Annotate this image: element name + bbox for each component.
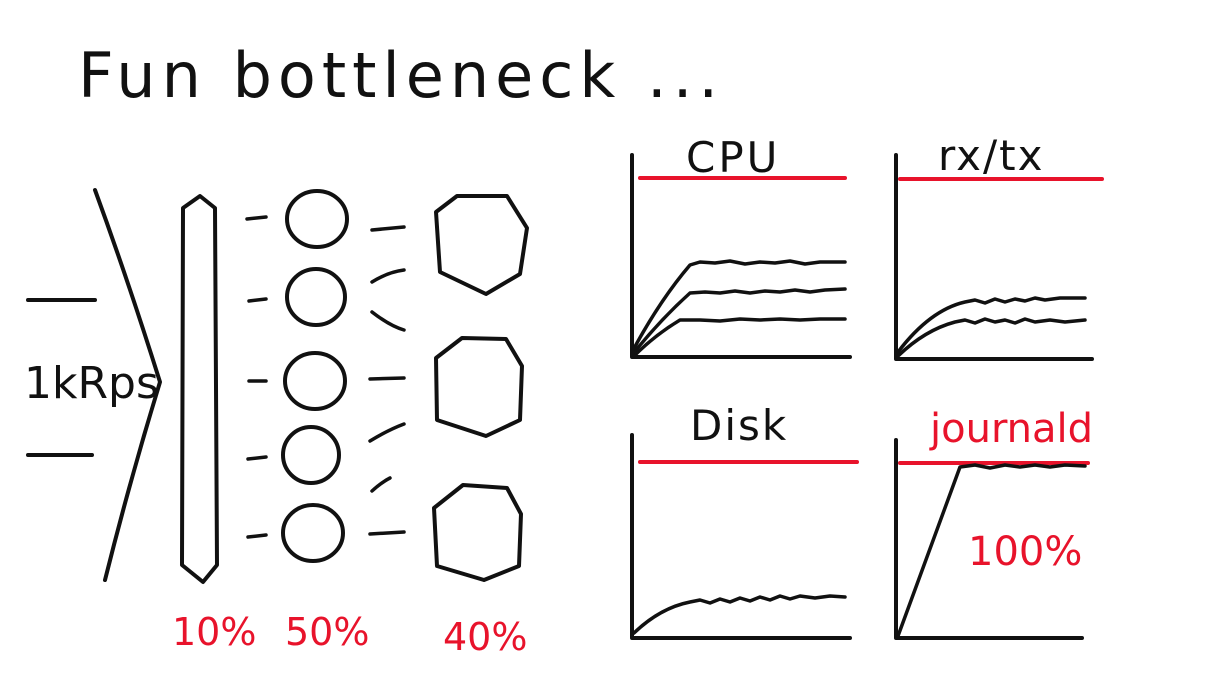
service-node: [281, 425, 341, 485]
cpu-axes: [630, 153, 852, 359]
load-balancer: [180, 194, 219, 584]
lb-connectors: [245, 215, 268, 539]
diagram-title: Fun bottleneck ...: [78, 39, 724, 112]
journald-axes: [894, 438, 1084, 640]
cpu-chart-title: CPU: [686, 133, 780, 182]
backend-node: [432, 483, 523, 582]
cpu-series-line: [632, 317, 847, 358]
service-connectors: [368, 225, 406, 536]
journald-chart: journald 100%: [894, 406, 1093, 640]
network-series-line: [896, 317, 1087, 358]
disk-series-line: [632, 594, 847, 635]
load-balancer-percentage: 10%: [172, 610, 256, 654]
cpu-chart: CPU: [630, 133, 852, 359]
journald-chart-title: journald: [929, 406, 1093, 452]
network-chart-title: rx/tx: [938, 131, 1044, 180]
services: [281, 189, 349, 563]
disk-chart-title: Disk: [690, 401, 788, 450]
backends-percentage: 40%: [443, 615, 527, 659]
service-node: [285, 267, 347, 327]
backend-node: [434, 336, 524, 438]
backends: [432, 194, 529, 582]
network-chart: rx/tx: [894, 131, 1104, 361]
funnel-chevron: [93, 188, 162, 582]
service-node: [283, 351, 347, 411]
services-percentage: 50%: [285, 610, 369, 654]
journald-utilization-label: 100%: [968, 529, 1082, 575]
network-series-line: [896, 296, 1087, 354]
backend-node: [434, 194, 529, 296]
network-axes: [894, 153, 1094, 361]
disk-axes: [630, 433, 852, 640]
service-node: [281, 503, 345, 563]
incoming-requests: 1kRps: [24, 188, 162, 582]
request-rate-label: 1kRps: [24, 358, 159, 409]
disk-chart: Disk: [630, 401, 859, 640]
service-node: [285, 189, 349, 249]
cpu-series-line: [630, 287, 847, 357]
cpu-series-line: [630, 259, 847, 354]
journald-series-line: [896, 463, 1087, 638]
